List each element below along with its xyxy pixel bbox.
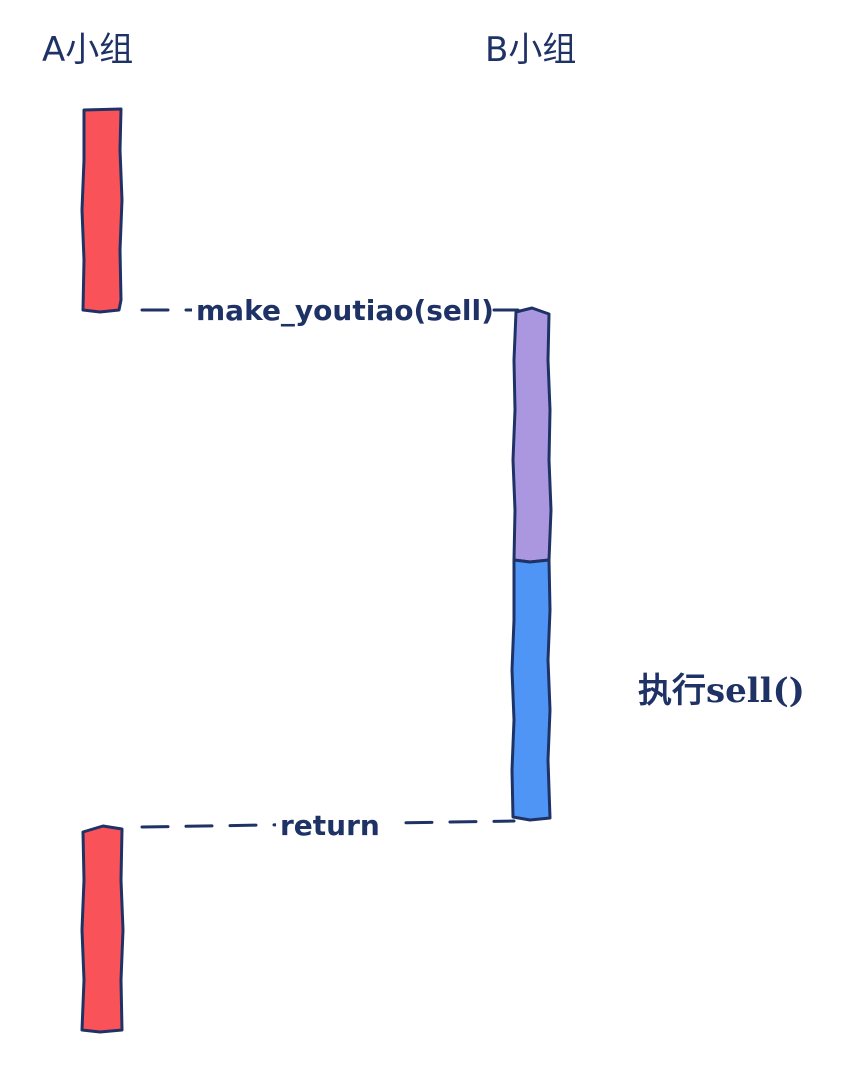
lane-b-executing-bar (510, 558, 552, 822)
execute-note-label: 执行sell() (638, 671, 805, 711)
lane-b-label: B小组 (485, 30, 576, 70)
return-message-label: return (280, 809, 380, 842)
call-message-label: make_youtiao(sell) (196, 294, 494, 327)
lane-a-activation-bar-bottom (80, 824, 125, 1034)
return-message-label-bg (276, 805, 398, 845)
lane-b-waiting-bar (511, 306, 553, 564)
lane-a-label: A小组 (42, 30, 133, 70)
lane-a-activation-bar-top (80, 107, 124, 314)
call-message-label-bg (192, 288, 484, 328)
